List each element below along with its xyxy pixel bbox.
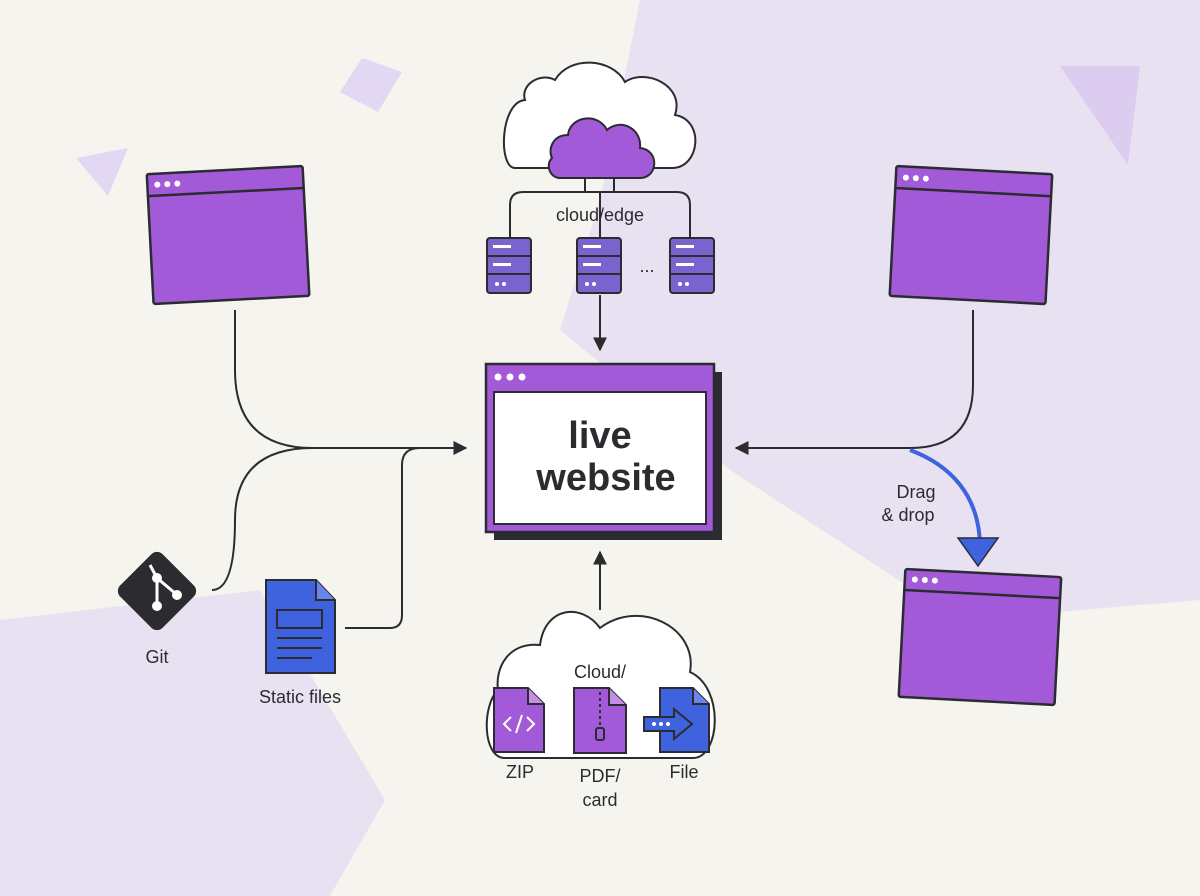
window-top-left	[145, 164, 311, 306]
document-icon	[265, 579, 336, 674]
live-website-title-line2: website	[535, 457, 675, 499]
server-icon	[486, 237, 532, 294]
server-icon	[669, 237, 715, 294]
connector-left-window	[234, 310, 468, 455]
file-label: File	[669, 762, 698, 782]
bg-triangle-1	[76, 148, 128, 196]
arrow-file-icon	[643, 687, 710, 753]
live-website-title-line1: live	[568, 415, 631, 457]
bg-square-1	[340, 58, 402, 112]
static-files-label: Static files	[259, 687, 341, 707]
cloud-edge-label: cloud/edge	[556, 205, 644, 225]
bg-triangle-2	[1060, 66, 1140, 165]
drag-drop-label-line2: & drop	[881, 505, 934, 525]
cloud-outline-icon	[502, 61, 697, 169]
drag-drop-label-line1: Drag	[896, 482, 935, 502]
bg-shape-right	[560, 0, 1200, 620]
zip-label: ZIP	[506, 762, 534, 782]
zip-file-icon	[573, 687, 627, 754]
cloud-bottom-label: Cloud/	[574, 662, 626, 682]
server-ellipsis: ...	[639, 256, 654, 276]
server-icon	[576, 237, 622, 294]
window-bottom-right	[897, 567, 1063, 707]
pdf-label-line1: PDF/	[579, 766, 620, 786]
git-logo-icon	[117, 551, 197, 631]
cloud-edge-group: cloud/edge ...	[502, 61, 697, 276]
connector-static-files	[345, 447, 421, 629]
pdf-label-line2: card	[582, 790, 617, 810]
drag-drop-arrow	[909, 448, 1000, 568]
connector-right-window	[734, 310, 974, 455]
code-file-icon	[493, 687, 545, 753]
live-website-window: live website	[484, 362, 722, 540]
git-label: Git	[145, 647, 168, 667]
connector-git	[211, 447, 314, 591]
window-top-right	[888, 164, 1054, 306]
cloud-icon	[547, 117, 656, 179]
